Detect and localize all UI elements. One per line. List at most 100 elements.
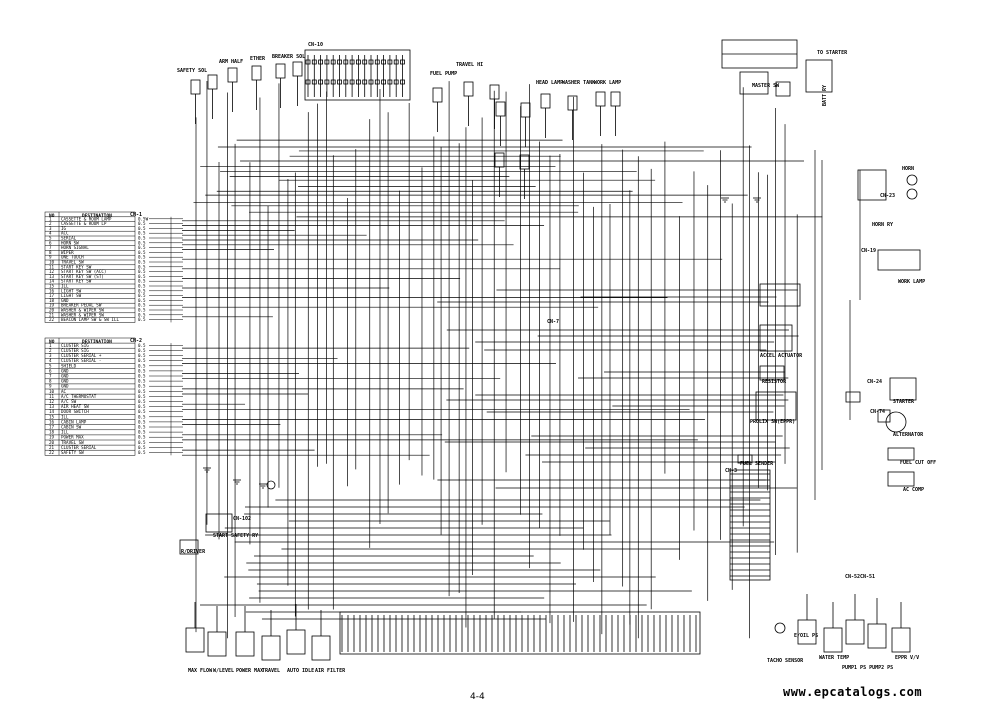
cn2-row-no: 19: [49, 435, 55, 440]
cn1-row-no: 8: [49, 250, 52, 255]
label-fuel-cut-off: FUEL CUT OFF: [900, 460, 936, 466]
cn1-row-wire: 0.5: [138, 269, 146, 274]
label-accel-actuator: ACCEL ACTUATOR: [760, 353, 803, 359]
cn1-connector-tag: CN-1: [130, 212, 142, 218]
cn2-row-wire: 0.5: [138, 440, 146, 445]
label-fuel-sender: FUEL SENDER: [740, 461, 774, 467]
cn2-row-no: 22: [49, 450, 55, 455]
label-horn: HORN: [902, 166, 914, 172]
tacho-sensor-icon: [774, 622, 786, 634]
cn2-row-no: 20: [49, 440, 55, 445]
cn2-row-wire: 0.5: [138, 384, 146, 389]
label-cn74: CN-74: [870, 409, 885, 415]
starter-relay: [805, 59, 833, 93]
bottom-sensor: [797, 619, 817, 645]
top-connector: [275, 63, 286, 79]
label-power-max: POWER MAX: [236, 668, 263, 674]
cn2-row-wire: 0.5: [138, 404, 146, 409]
cn2-row-wire: 0.5: [138, 379, 146, 384]
cn1-row-wire: 0.5: [138, 231, 146, 236]
cn1-row-wire: 0.5: [138, 245, 146, 250]
cn2-row-no: 13: [49, 404, 55, 409]
bottom-sensor: [286, 629, 306, 655]
cn1-row-no: 2: [49, 221, 52, 226]
label-fuel-pump: FUEL PUMP: [430, 71, 457, 77]
bottom-sensor: [311, 635, 331, 661]
cn2-row-destination: CLUSTER SERIAL +: [61, 353, 102, 358]
cn1-row-wire: 0.5: [138, 303, 146, 308]
cn1-row-wire: 0.5: [138, 274, 146, 279]
label-work-lamp: WORK LAMP: [594, 80, 621, 86]
cn2-row-no: 4: [49, 358, 52, 363]
cn1-row-no: 18: [49, 298, 55, 303]
cn2-row-no: 12: [49, 399, 55, 404]
cn1-row-no: 5: [49, 236, 52, 241]
cn2-row-wire: 0.5: [138, 374, 146, 379]
cn2-row-wire: 0.5: [138, 358, 146, 363]
cn1-row-destination: CASSETTE & ROOM LP: [61, 221, 107, 226]
cn2-row-no: 16: [49, 419, 55, 424]
cn1-row-wire: 0.5: [138, 255, 146, 260]
label-w-level: W/LEVEL: [213, 668, 234, 674]
cn2-row-wire: 0.5: [138, 353, 146, 358]
cn1-row-wire: 0.5: [138, 279, 146, 284]
cn1-row-destination: LIGHT SW: [61, 288, 82, 293]
cn2-row-no: 17: [49, 425, 55, 430]
label-master-sw: MASTER SW: [752, 83, 780, 89]
label-prolix-sw: PROLIX SW(EPPR): [750, 419, 795, 425]
cn2-row-wire: 0.5: [138, 409, 146, 414]
cn1-row-no: 1: [49, 216, 52, 221]
cn1-row-no: 17: [49, 293, 55, 298]
cn2-row-wire: 0.5: [138, 389, 146, 394]
cn1-row-destination: GND: [61, 298, 69, 303]
label-tacho-sensor: TACHO SENSOR: [767, 658, 804, 664]
label-e-oil-ps: E/OIL PS: [794, 633, 818, 639]
cn1-row-no: 6: [49, 240, 52, 245]
cn2-row-destination: A/C THERMOSTAT: [61, 394, 97, 399]
cn1-row-wire: 0.5: [138, 240, 146, 245]
cn1-row-no: 3: [49, 226, 52, 231]
wire-network: [182, 80, 861, 639]
top-connector: [292, 61, 303, 77]
top-connector: [595, 91, 606, 107]
label-air-filter: AIR FILTER: [315, 668, 346, 674]
cn1-row-wire: 0.5: [138, 317, 146, 322]
label-starter: STARTER: [893, 399, 915, 405]
cn1-row-no: 13: [49, 274, 55, 279]
cn2-row-destination: DOOR SWITCH: [61, 409, 89, 414]
cn1-row-no: 4: [49, 231, 52, 236]
cn1-row-destination: BREAKER PEDAL SW: [61, 303, 102, 308]
cn1-row-wire: 0.5: [138, 221, 146, 226]
cn1-row-destination: HORN SW: [61, 240, 79, 245]
top-connector: [610, 91, 621, 107]
cn2-row-wire: 0.5: [138, 425, 146, 430]
cn1-row-wire: 0.5: [138, 260, 146, 265]
cn1-row-no: 11: [49, 264, 55, 269]
bottom-sensor: [823, 627, 843, 653]
cn2-row-wire: 0.5: [138, 445, 146, 450]
top-connector: [520, 102, 531, 118]
battery-relay: [775, 81, 791, 97]
label-batt-ry: BATT RY: [822, 85, 828, 106]
cn1-row-destination: START KEY SW (ST): [61, 274, 104, 279]
cn1-row-destination: SERIAL: [61, 236, 77, 241]
cn1-row-destination: BEACON LAMP SW & SW ILL: [61, 317, 119, 322]
start-safety-relay: [205, 513, 233, 533]
label-alternator: ALTERNATOR: [893, 432, 924, 438]
cn1-row-wire: 0.5W: [138, 216, 149, 221]
cn1-row-no: 20: [49, 308, 55, 313]
label-water-temp: WATER TEMP: [819, 655, 849, 661]
cn1-row-destination: WIPER: [61, 250, 74, 255]
label-cn52: CN-52: [845, 574, 860, 580]
bottom-sensor: [891, 627, 911, 653]
bottom-sensor: [235, 631, 255, 657]
cn2-row-destination: SAFETY SW: [61, 450, 84, 455]
buzzer-icon: [266, 480, 276, 490]
label-max-flow: MAX FLOW: [188, 668, 213, 674]
cn2-row-wire: 0.5: [138, 450, 146, 455]
cn2-row-destination: CABIN LAMP: [61, 419, 87, 424]
cn2-row-no: 1: [49, 343, 52, 348]
cn2-row-destination: POWER MAX: [61, 435, 84, 440]
top-connector: [567, 95, 578, 111]
